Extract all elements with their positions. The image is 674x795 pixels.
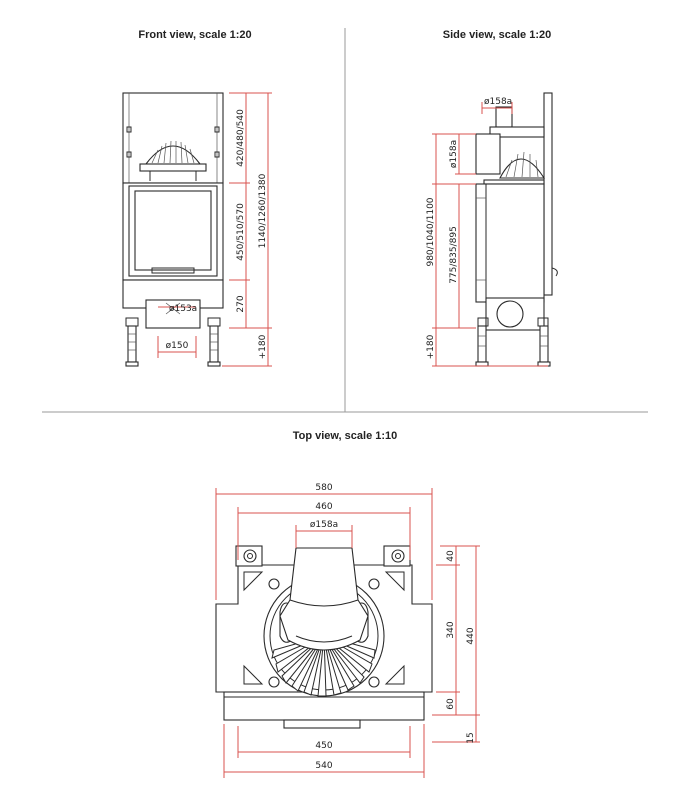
side-flue-outlet (475, 133, 501, 175)
front-glass (134, 190, 212, 271)
top-dim-60: 60 (446, 698, 456, 710)
side-dimensions (432, 102, 548, 367)
front-dimensions (157, 92, 272, 367)
top-dim-450: 450 (315, 741, 332, 751)
side-view-title: Side view, scale 1:20 (442, 29, 552, 41)
side-dim-legs: +180 (426, 334, 436, 359)
top-dimensions (215, 488, 480, 778)
side-body (475, 183, 545, 303)
top-dim-580: 580 (315, 483, 332, 493)
top-view-drawing: 580 460 ø158a 40 340 440 60 15 450 540 (215, 483, 480, 778)
top-dim-40: 40 (446, 550, 456, 562)
top-dim-440: 440 (466, 627, 476, 644)
top-dim-340: 340 (446, 621, 456, 638)
side-dim-flue-side: ø158a (449, 140, 459, 168)
front-dim-overall: 1140/1260/1380 (258, 173, 268, 248)
side-legs (475, 325, 551, 367)
front-dim-door: 450/510/570 (236, 203, 246, 261)
side-rear-panel (543, 92, 553, 296)
top-view-title: Top view, scale 1:10 (292, 430, 398, 442)
side-air-inlet (496, 300, 524, 328)
top-lugs (235, 545, 411, 567)
front-dim-legs: +180 (258, 334, 268, 359)
front-dim-upper: 420/480/540 (236, 109, 246, 167)
side-dim-overall: 980/1040/1100 (426, 197, 436, 266)
top-dim-540: 540 (315, 761, 332, 771)
front-dim-flue: ø153a (169, 304, 197, 314)
top-flue-chute (279, 547, 369, 651)
side-dim-body: 775/835/895 (449, 226, 459, 284)
front-dim-base: 270 (236, 295, 246, 312)
front-legs (125, 325, 221, 367)
front-view-title: Front view, scale 1:20 (138, 29, 252, 41)
side-dim-flue-top: ø158a (484, 97, 512, 107)
side-view-drawing: ø158a ø158a 980/1040/1100 775/835/895 +1… (426, 92, 558, 367)
front-view-drawing: 420/480/540 450/510/570 1140/1260/1380 2… (122, 92, 272, 367)
front-dim-air: ø150 (166, 341, 189, 351)
top-dim-flue: ø158a (310, 520, 338, 530)
top-dim-460: 460 (315, 502, 332, 512)
top-dim-15: 15 (466, 732, 476, 743)
